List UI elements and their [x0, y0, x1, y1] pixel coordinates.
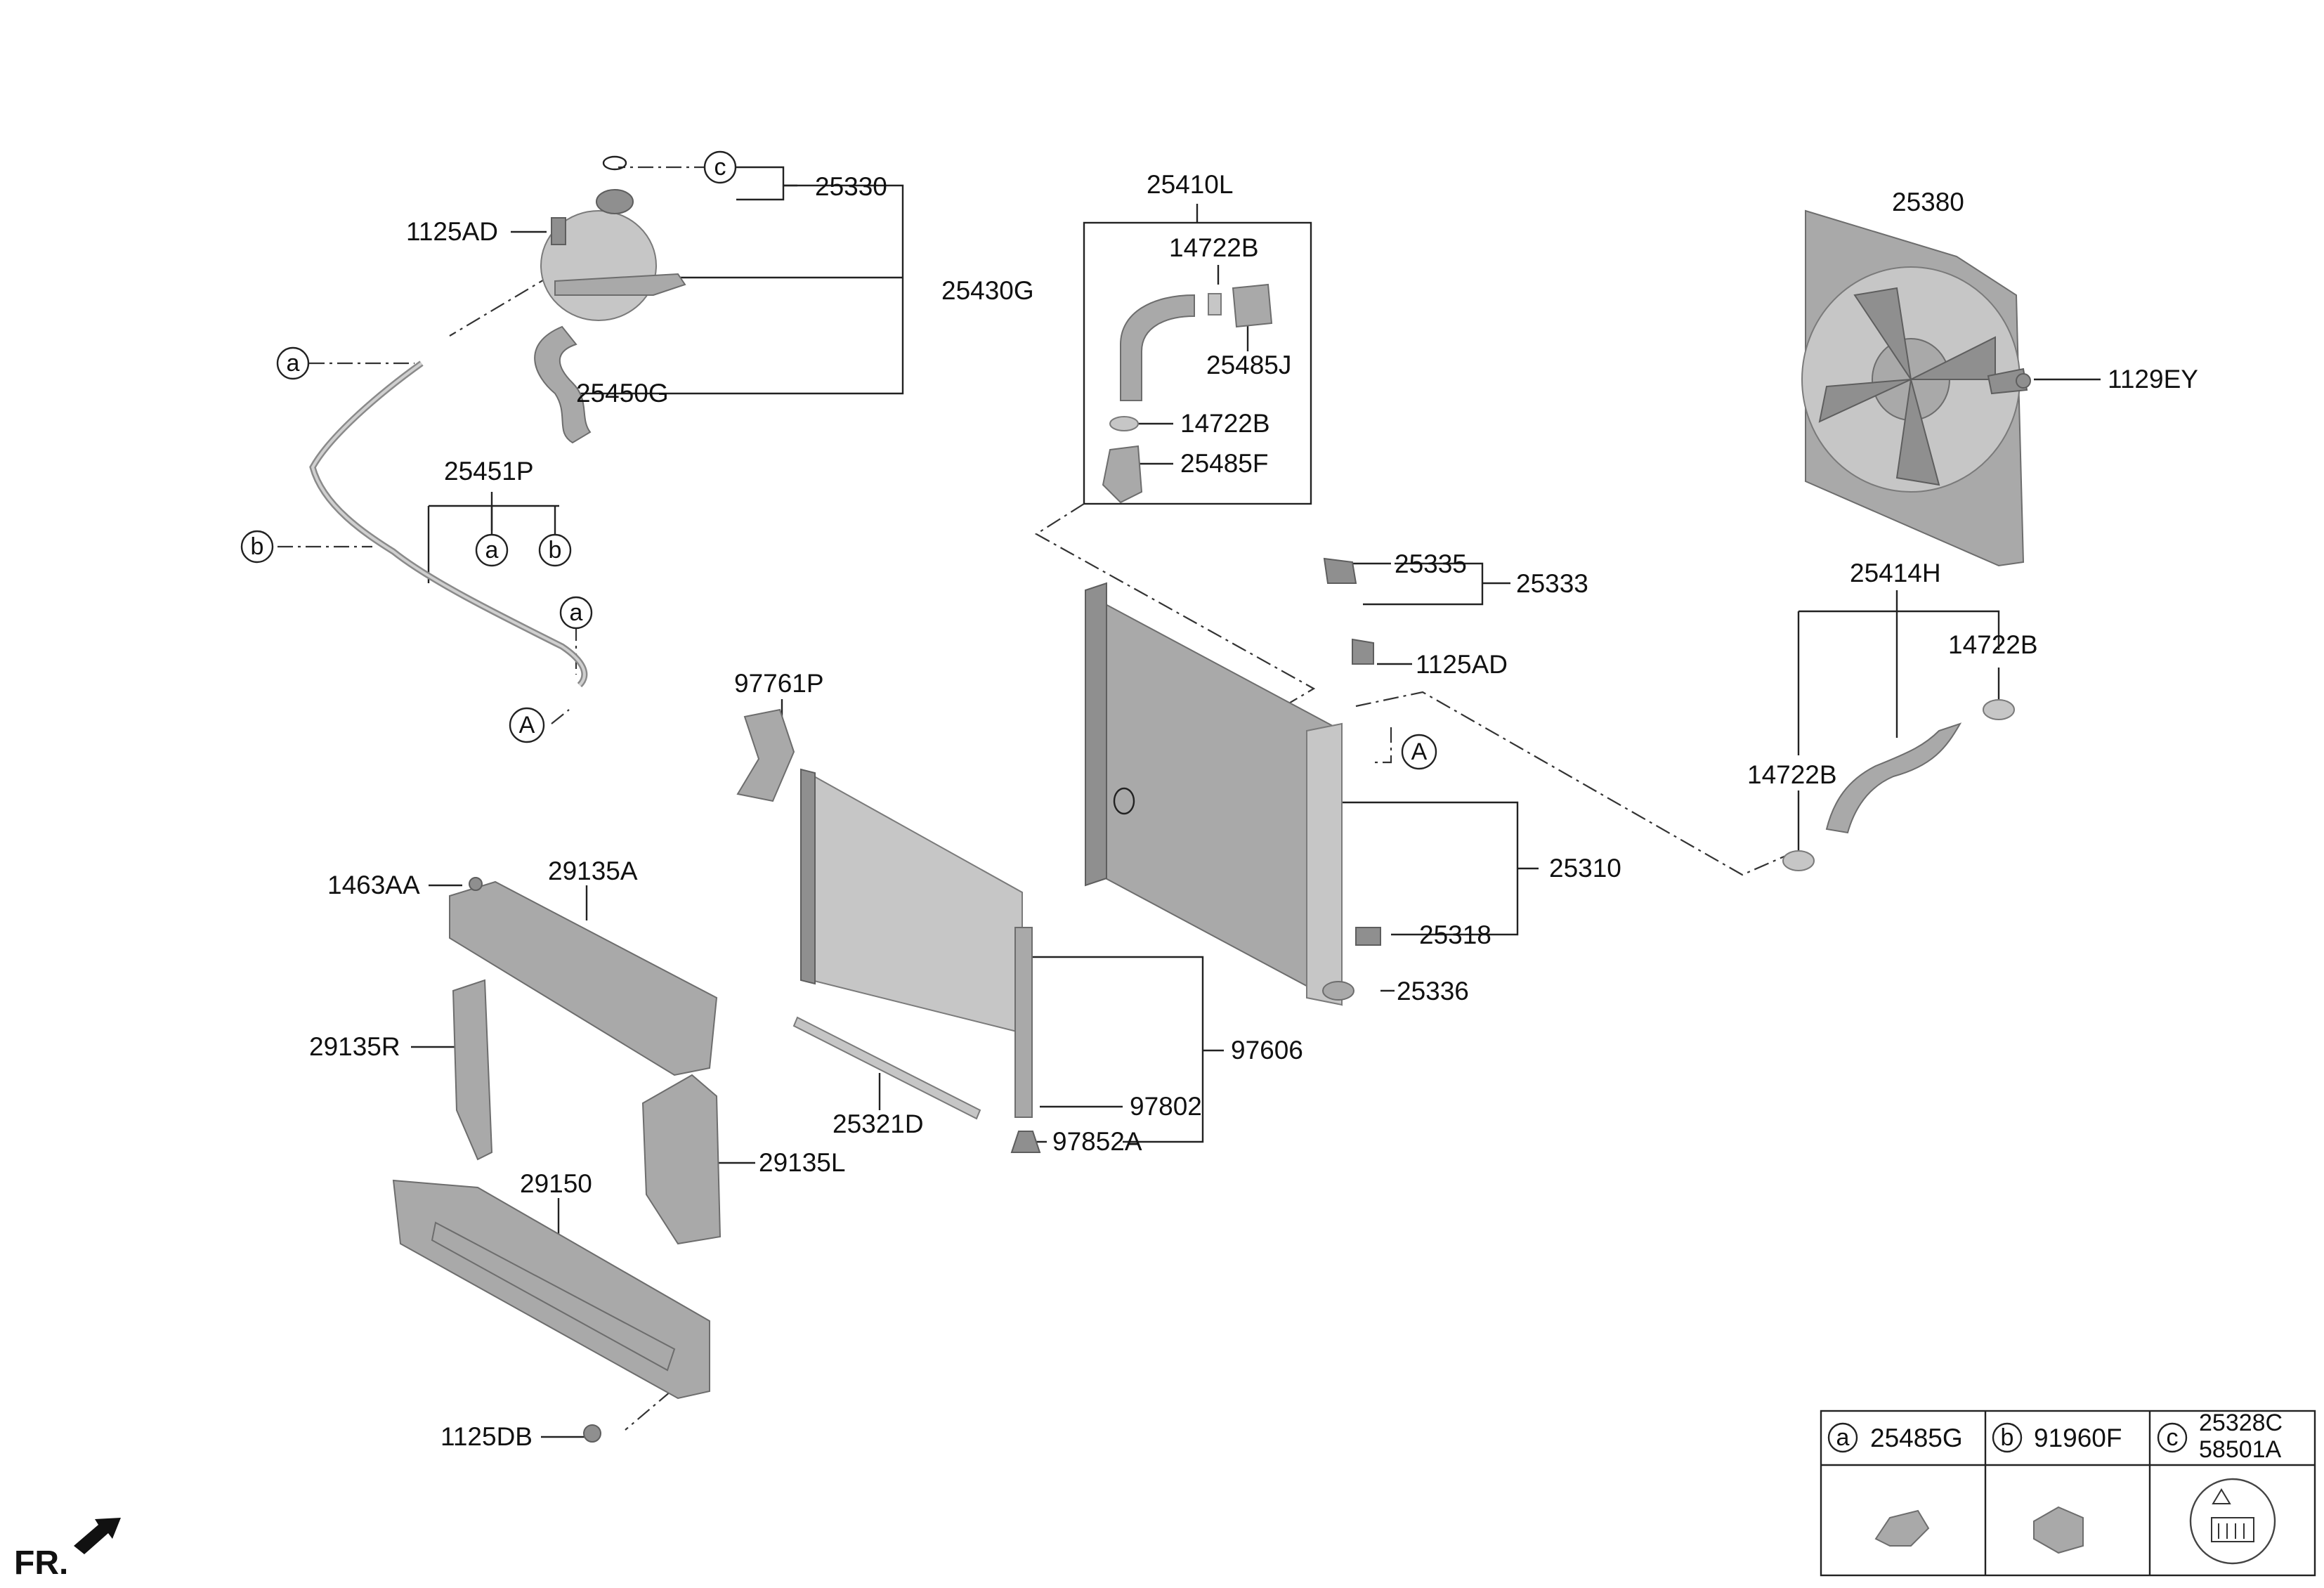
label-29150: 29150 — [520, 1169, 592, 1198]
clip-91960F-icon — [2033, 1506, 2084, 1554]
svg-text:a: a — [287, 350, 300, 377]
label-25321D: 25321D — [833, 1109, 924, 1138]
svg-text:a: a — [570, 599, 583, 626]
svg-text:b: b — [2001, 1424, 2014, 1451]
air-guard-strip — [792, 1016, 981, 1120]
label-25330: 25330 — [815, 172, 887, 201]
radiator — [1085, 557, 1381, 1006]
label-25335: 25335 — [1395, 549, 1467, 578]
callout-b-group: b — [538, 533, 572, 567]
svg-text:a: a — [485, 537, 499, 564]
front-indicator: FR. — [14, 1518, 121, 1582]
label-25485J: 25485J — [1206, 351, 1291, 379]
condenser — [736, 708, 1041, 1153]
callout-a-group: a — [475, 533, 509, 567]
svg-text:58501A: 58501A — [2199, 1436, 2282, 1463]
front-arrow-icon — [74, 1518, 121, 1554]
label-97852A: 97852A — [1052, 1127, 1142, 1156]
label-97606: 97606 — [1231, 1036, 1303, 1065]
upper-hose-assembly — [1102, 283, 1273, 504]
air-guard-right — [452, 979, 493, 1161]
label-25450G: 25450G — [576, 379, 669, 408]
legend-col-c: c 25328C 58501A — [2157, 1410, 2283, 1565]
svg-text:A: A — [519, 712, 535, 738]
legend-col-b: b 91960F — [1992, 1422, 2122, 1554]
label-25451P: 25451P — [444, 457, 534, 486]
air-guard-upper — [449, 880, 718, 1076]
callout-c-top: c — [703, 150, 737, 184]
svg-text:b: b — [549, 537, 562, 564]
part-labels: 25330 1125AD 25430G 25450G 25451P 25410L… — [309, 170, 2198, 1451]
label-25310: 25310 — [1549, 854, 1621, 883]
label-1125AD-mid: 1125AD — [1416, 650, 1508, 679]
bolt-1129EY — [2016, 373, 2031, 389]
label-25318: 25318 — [1419, 920, 1491, 949]
legend-table: a 25485G b 91960F c 25328C 58501A — [1820, 1410, 2316, 1577]
label-25485F: 25485F — [1180, 449, 1269, 478]
label-25336: 25336 — [1397, 977, 1469, 1005]
reservoir-tank — [540, 155, 686, 321]
clip-25485G-icon — [1874, 1509, 1930, 1547]
label-25380: 25380 — [1892, 188, 1964, 216]
fan-shroud — [1801, 209, 2028, 567]
label-14722B-a: 14722B — [1169, 233, 1259, 262]
label-1463AA: 1463AA — [327, 871, 420, 899]
svg-text:91960F: 91960F — [2034, 1424, 2122, 1452]
callout-a-left: a — [276, 346, 310, 380]
label-1129EY: 1129EY — [2108, 365, 2198, 393]
label-14722B-c: 14722B — [1948, 630, 2038, 659]
clip-1463AA — [469, 877, 483, 891]
label-1125DB: 1125DB — [440, 1422, 533, 1451]
svg-text:25485G: 25485G — [1870, 1424, 1963, 1452]
svg-text:A: A — [1411, 738, 1428, 765]
svg-text:25328C: 25328C — [2199, 1410, 2283, 1436]
parts — [309, 155, 2031, 1443]
label-29135L: 29135L — [759, 1148, 845, 1177]
bolt-1125DB — [583, 1424, 601, 1443]
label-25333: 25333 — [1516, 569, 1588, 598]
reservoir-hose — [534, 325, 592, 444]
svg-text:c: c — [714, 154, 726, 181]
air-guard-left — [641, 1074, 722, 1245]
label-29135A: 29135A — [548, 857, 638, 885]
callout-a-lower: a — [559, 596, 593, 630]
label-25430G: 25430G — [941, 276, 1034, 305]
label-14722B-d: 14722B — [1747, 760, 1837, 789]
radiator-carrier — [392, 1179, 710, 1400]
front-label: FR. — [14, 1544, 68, 1582]
lower-hose — [1825, 722, 1962, 834]
label-97761P: 97761P — [734, 669, 824, 698]
callout-b-left: b — [240, 530, 274, 564]
label-25414H: 25414H — [1850, 559, 1941, 587]
svg-text:b: b — [251, 533, 264, 560]
callout-A-right: A — [1401, 734, 1437, 770]
callout-A-left: A — [509, 707, 545, 743]
svg-text:c: c — [2167, 1424, 2179, 1451]
callouts: c a b a b a A A — [240, 150, 1437, 770]
warning-label-icon — [2189, 1478, 2276, 1565]
label-14722B-b: 14722B — [1180, 409, 1270, 438]
label-1125AD-top: 1125AD — [406, 217, 498, 246]
legend-col-a: a 25485G — [1827, 1422, 1963, 1547]
leader-lines — [411, 166, 2101, 1438]
label-29135R: 29135R — [309, 1032, 400, 1061]
label-97802: 97802 — [1130, 1092, 1202, 1121]
svg-text:a: a — [1836, 1424, 1850, 1451]
label-25410L: 25410L — [1147, 170, 1233, 199]
